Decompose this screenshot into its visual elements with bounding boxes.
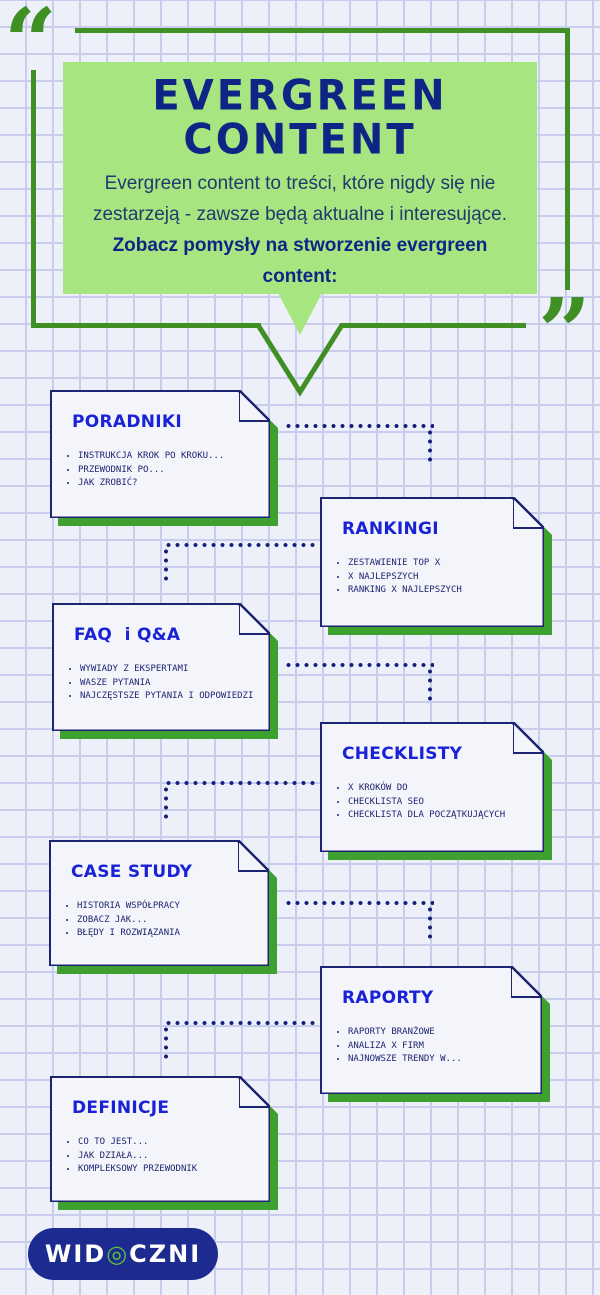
- card-list: RAPORTY BRANŻOWEANALIZA X FIRMNAJNOWSZE …: [332, 1026, 538, 1067]
- connector: [428, 428, 432, 466]
- card-faq-i-q-a: FAQ i Q&A WYWIADY Z EKSPERTAMIWASZE PYTAN…: [52, 603, 270, 731]
- list-item: CHECKLISTA DLA POCZĄTKUJĄCYCH: [348, 809, 538, 823]
- folded-corner-icon: [239, 1076, 270, 1107]
- connector: [164, 543, 316, 547]
- fold-line: [239, 1106, 270, 1108]
- open-quote-icon: “: [4, 0, 57, 96]
- list-item: ANALIZA X FIRM: [348, 1040, 538, 1054]
- frame-bottom-left: [31, 323, 261, 328]
- connector: [164, 547, 168, 585]
- card-list: ZESTAWIENIE TOP XX NAJLEPSZYCHRANKING X …: [332, 557, 538, 598]
- fold-line: [512, 722, 514, 753]
- fold-line: [513, 527, 544, 529]
- card-body: [51, 842, 268, 965]
- list-item: CHECKLISTA SEO: [348, 796, 538, 810]
- list-item: ZOBACZ JAK...: [77, 914, 267, 928]
- close-quote-icon: ”: [538, 278, 591, 386]
- folded-corner-icon: [239, 603, 270, 634]
- folded-corner-icon: [513, 722, 544, 753]
- connector: [428, 667, 432, 705]
- connector: [164, 785, 168, 823]
- connector: [164, 1025, 168, 1063]
- card-title: RANKINGI: [342, 519, 439, 539]
- card-body: [322, 968, 541, 1093]
- frame-left: [31, 70, 36, 328]
- list-item: KOMPLEKSOWY PRZEWODNIK: [78, 1163, 268, 1177]
- card-title: RAPORTY: [342, 988, 434, 1008]
- connector: [284, 901, 434, 905]
- connector: [164, 781, 316, 785]
- card-title: FAQ i Q&A: [74, 625, 181, 645]
- card-body: [322, 499, 543, 626]
- folded-corner-icon: [511, 966, 542, 997]
- list-item: JAK ZROBIĆ?: [78, 477, 268, 491]
- list-item: X NAJLEPSZYCH: [348, 571, 538, 585]
- connector: [164, 1021, 316, 1025]
- fold-line: [239, 420, 270, 422]
- fold-line: [512, 497, 514, 528]
- card-definicje: DEFINICJE CO TO JEST...JAK DZIAŁA...KOMPL…: [50, 1076, 270, 1202]
- list-item: RAPORTY BRANŻOWE: [348, 1026, 538, 1040]
- folded-corner-icon: [239, 390, 270, 421]
- connector: [284, 424, 434, 428]
- card-title: PORADNIKI: [72, 412, 183, 432]
- list-item: RANKING X NAJLEPSZYCH: [348, 584, 538, 598]
- list-item: CO TO JEST...: [78, 1136, 268, 1150]
- fold-line: [238, 870, 269, 872]
- folded-corner-icon: [238, 840, 269, 871]
- list-item: NAJNOWSZE TRENDY W...: [348, 1053, 538, 1067]
- connector: [284, 663, 434, 667]
- card-title: CASE STUDY: [71, 862, 193, 882]
- card-list: X KROKÓW DOCHECKLISTA SEOCHECKLISTA DLA …: [332, 782, 538, 823]
- connector: [428, 905, 432, 943]
- card-rankingi: RANKINGI ZESTAWIENIE TOP XX NAJLEPSZYCHRA…: [320, 497, 544, 627]
- list-item: WYWIADY Z EKSPERTAMI: [80, 663, 270, 677]
- list-item: ZESTAWIENIE TOP X: [348, 557, 538, 571]
- speech-tail: [255, 323, 345, 397]
- fold-line: [511, 996, 542, 998]
- card-body: [322, 724, 543, 851]
- list-item: BŁĘDY I ROZWIĄZANIA: [77, 927, 267, 941]
- card-body: [52, 1078, 269, 1201]
- folded-corner-icon: [513, 497, 544, 528]
- list-item: NAJCZĘSTSZE PYTANIA I ODPOWIEDZI: [80, 690, 270, 704]
- fold-line: [510, 966, 512, 997]
- card-list: INSTRUKCJA KROK PO KROKU...PRZEWODNIK PO…: [62, 450, 268, 491]
- description: Evergreen content to treści, które nigdy…: [92, 173, 507, 287]
- fold-line: [238, 603, 240, 634]
- list-item: INSTRUKCJA KROK PO KROKU...: [78, 450, 268, 464]
- card-checklisty: CHECKLISTY X KROKÓW DOCHECKLISTA SEOCHECK…: [320, 722, 544, 852]
- list-item: WASZE PYTANIA: [80, 677, 270, 691]
- list-item: PRZEWODNIK PO...: [78, 464, 268, 478]
- frame-right: [565, 28, 570, 290]
- card-list: WYWIADY Z EKSPERTAMIWASZE PYTANIANAJCZĘS…: [64, 663, 270, 704]
- eye-icon: ◎: [106, 1240, 130, 1268]
- card-body: [52, 392, 269, 517]
- card-body: [54, 605, 269, 730]
- fold-line: [239, 633, 270, 635]
- widoczni-logo[interactable]: WID◎CZNI: [28, 1228, 218, 1280]
- card-list: HISTORIA WSPÓŁPRACYZOBACZ JAK...BŁĘDY I …: [61, 900, 267, 941]
- frame-bottom-right: [340, 323, 526, 328]
- list-item: JAK DZIAŁA...: [78, 1150, 268, 1164]
- card-case-study: CASE STUDY HISTORIA WSPÓŁPRACYZOBACZ JAK.…: [49, 840, 269, 966]
- fold-line: [513, 752, 544, 754]
- list-item: HISTORIA WSPÓŁPRACY: [77, 900, 267, 914]
- card-poradniki: PORADNIKI INSTRUKCJA KROK PO KROKU...PRZE…: [50, 390, 270, 518]
- card-title: DEFINICJE: [72, 1098, 170, 1118]
- frame-top: [75, 28, 570, 33]
- list-item: X KROKÓW DO: [348, 782, 538, 796]
- card-raporty: RAPORTY RAPORTY BRANŻOWEANALIZA X FIRMNAJ…: [320, 966, 542, 1094]
- card-list: CO TO JEST...JAK DZIAŁA...KOMPLEKSOWY PR…: [62, 1136, 268, 1177]
- fold-line: [237, 840, 239, 871]
- header-box-tail: [278, 293, 322, 335]
- fold-line: [238, 390, 240, 421]
- fold-line: [238, 1076, 240, 1107]
- card-title: CHECKLISTY: [342, 744, 463, 764]
